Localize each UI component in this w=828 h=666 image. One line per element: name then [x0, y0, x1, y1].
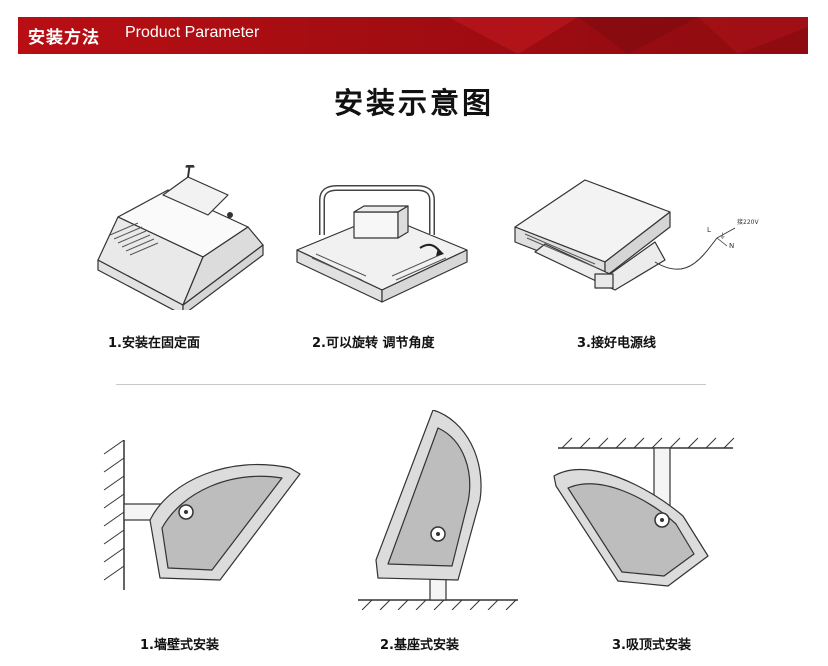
banner-title-cn: 安装方法	[28, 28, 100, 48]
step3-caption: 3.接好电源线	[577, 336, 656, 351]
page-title: 安装示意图	[333, 86, 494, 120]
wire-l-label: L	[707, 226, 711, 234]
step2-illustration	[296, 185, 468, 303]
mount2-caption: 2.基座式安装	[380, 638, 459, 653]
base-mount-illustration	[358, 410, 518, 610]
wall-mount-illustration	[103, 440, 301, 590]
wire-power-label: 接220V	[737, 218, 759, 226]
banner-decoration	[448, 17, 808, 54]
section-divider	[116, 384, 706, 385]
step3-illustration: 接220V L ⏚ N	[514, 179, 759, 291]
banner-title-en: Product Parameter	[125, 24, 260, 41]
step1-caption: 1.安装在固定面	[108, 336, 200, 351]
mount3-caption: 3.吸顶式安装	[612, 638, 691, 653]
wire-n-label: N	[729, 242, 734, 250]
step1-illustration	[97, 165, 264, 310]
wire-earth-label: ⏚	[719, 232, 726, 240]
step2-caption: 2.可以旋转 调节角度	[312, 336, 435, 351]
ceiling-mount-illustration	[553, 437, 735, 587]
section-banner: 安装方法 Product Parameter	[18, 17, 808, 54]
mount1-caption: 1.墙壁式安装	[140, 638, 219, 653]
